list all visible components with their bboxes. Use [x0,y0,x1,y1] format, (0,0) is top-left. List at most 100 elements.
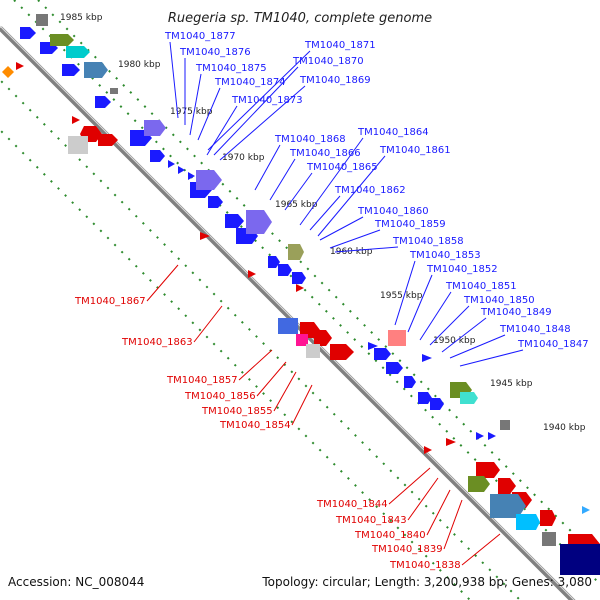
plus-leader-line [449,334,506,359]
minus-gene-label: TM1040_1867 [74,296,146,307]
plus-strand-labels: TM1040_1877TM1040_1876TM1040_1875TM1040_… [164,31,589,367]
kbp-tick-label: 1980 kbp [118,60,161,70]
gene-block [68,136,88,154]
gene-arrow [476,462,500,478]
minus-leader-line [291,384,313,426]
gene-block [560,544,600,575]
kbp-tick-label: 1975 kbp [170,107,213,117]
gene-arrow [188,172,195,180]
minus-strand-labels: TM1040_1867TM1040_1863TM1040_1857TM1040_… [74,264,501,571]
plus-gene-label: TM1040_1850 [463,295,535,306]
minus-gene-label: TM1040_1838 [389,560,461,571]
plus-gene-label: TM1040_1853 [409,250,481,261]
minus-gene-label: TM1040_1843 [335,515,407,526]
gene-arrow [96,98,104,106]
gene-arrow [296,284,304,292]
gene-block [278,318,298,334]
plus-gene-label: TM1040_1849 [480,307,552,318]
gene-arrow [374,348,391,360]
gene-block [66,46,90,58]
plus-leader-line [394,260,416,326]
plus-leader-line [429,305,470,346]
gene-arrow [368,342,378,350]
minus-gene-label: TM1040_1855 [201,406,273,417]
plus-leader-line [189,73,202,136]
plus-leader-line [441,317,487,353]
gene-arrow [540,510,556,526]
gene-arrow [168,160,175,168]
plus-gene-label: TM1040_1876 [179,47,251,58]
minus-leader-line [388,467,431,505]
plus-leader-line [206,105,238,156]
kbp-tick-label: 1950 kbp [433,336,476,346]
gene-block [468,476,490,492]
plus-gene-label: TM1040_1852 [426,264,498,275]
plus-gene-label: TM1040_1848 [499,324,571,335]
kbp-tick-label: 1970 kbp [222,153,265,163]
gene-arrow [330,344,354,360]
gene-arrow [268,256,280,268]
minus-gene-label: TM1040_1839 [371,544,443,555]
gene-arrow [498,478,516,494]
gene-block [196,170,222,190]
plus-gene-label: TM1040_1851 [445,281,517,292]
gene-arrow [208,196,223,208]
gene-arrow [178,166,185,174]
gene-arrow [278,264,292,276]
genome-stats-text: Topology: circular; Length: 3,200,938 bp… [261,575,592,589]
minus-leader-line [146,264,179,302]
gene-arrow [98,134,118,146]
gene-arrow [424,446,432,454]
gene-block [516,514,540,530]
plus-leader-line [254,144,281,191]
kbp-tick-label: 1955 kbp [380,291,423,301]
gene-block [246,210,272,234]
grid-line-inner-2 [0,128,471,600]
plus-leader-line [407,274,433,333]
plus-gene-label: TM1040_1861 [379,145,451,156]
plus-gene-label: TM1040_1858 [392,236,464,247]
plus-gene-label: TM1040_1866 [289,148,361,159]
gene-block [490,494,526,518]
kbp-tick-label: 1985 kbp [60,13,103,23]
plus-leader-line [284,172,313,211]
plus-leader-line [169,41,179,119]
gene-arrow [16,62,24,70]
kbp-tick-label: 1960 kbp [330,247,373,257]
minus-leader-line [193,305,223,343]
minus-leader-line [273,371,297,412]
plus-gene-label: TM1040_1862 [334,185,406,196]
minus-gene-label: TM1040_1863 [121,337,193,348]
plus-gene-label: TM1040_1877 [164,31,236,42]
plus-leader-line [269,158,296,201]
gene-block [460,392,478,404]
gene-block [288,244,304,260]
plus-gene-label: TM1040_1873 [231,95,303,106]
plus-leader-line [334,246,399,253]
gene-block [50,34,74,46]
kbp-tick-label: 1945 kbp [490,379,533,389]
plus-leader-line [207,50,311,151]
gene-block [110,88,118,94]
plus-leader-line [419,291,452,341]
minus-leader-line [443,499,463,550]
gene-arrow [386,362,403,374]
gene-arrow [20,27,36,39]
gene-arrow [446,438,456,446]
gene-arrow [582,506,590,514]
minus-gene-label: TM1040_1854 [219,420,291,431]
gene-arrow [62,64,80,76]
grid-line-outer-2 [37,0,600,561]
gene-arrow [225,214,244,228]
gene-block [500,420,510,430]
plus-leader-line [329,229,381,249]
plus-gene-label: TM1040_1860 [357,206,429,217]
minus-gene-label: TM1040_1857 [166,375,238,386]
gene-arrow [430,398,444,410]
gene-block [144,120,166,136]
gene-arrow [476,432,484,440]
